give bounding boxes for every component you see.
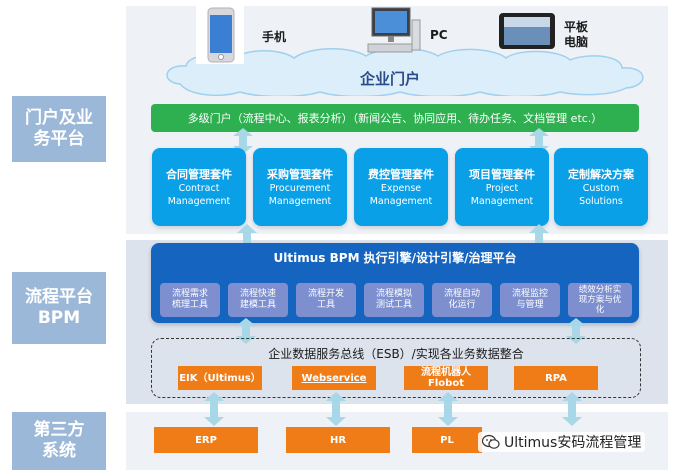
cloud-title: 企业门户 bbox=[360, 70, 421, 88]
bpm-tool-item: 流程模拟 测试工具 bbox=[364, 283, 424, 317]
tablet-icon bbox=[499, 13, 555, 49]
phone-label: 手机 bbox=[262, 30, 287, 44]
bpm-tool-item: 流程需求 梳理工具 bbox=[160, 283, 220, 317]
smartphone-icon bbox=[196, 6, 244, 64]
double-arrow-icon bbox=[529, 128, 549, 154]
pc-label: PC bbox=[430, 28, 448, 42]
double-arrow-icon bbox=[326, 392, 346, 426]
suite-cn-label: 合同管理套件 bbox=[166, 167, 232, 181]
procurement-management-suite: 采购管理套件 Procurement Management bbox=[253, 148, 347, 226]
bpm-tool-item: 流程自动 化运行 bbox=[432, 283, 492, 317]
double-arrow-icon bbox=[204, 392, 224, 426]
portal-bar-text: 多级门户（流程中心、报表分析）（新闻公告、协同应用、待办任务、文档管理 etc.… bbox=[187, 112, 603, 125]
portal-platform-label: 门户及业 务平台 bbox=[12, 96, 106, 162]
project-management-suite: 项目管理套件 Project Management bbox=[455, 148, 549, 226]
wechat-icon bbox=[482, 434, 500, 449]
third-party-label-text: 第三方 系统 bbox=[33, 420, 85, 461]
third-party-erp: ERP bbox=[154, 427, 258, 453]
watermark-text: Ultimus安码流程管理 bbox=[504, 435, 642, 451]
esb-data-bus: 企业数据服务总线（ESB）/实现各业务数据整合 bbox=[151, 338, 641, 398]
multi-level-portal-bar: 多级门户（流程中心、报表分析）（新闻公告、协同应用、待办任务、文档管理 etc.… bbox=[151, 104, 639, 132]
custom-solutions-suite: 定制解决方案 Custom Solutions bbox=[554, 148, 648, 226]
suite-cn-label: 采购管理套件 bbox=[267, 167, 333, 181]
double-arrow-icon bbox=[236, 318, 256, 344]
double-arrow-icon bbox=[438, 392, 458, 426]
bpm-platform-label-text: 流程平台 BPM bbox=[25, 287, 93, 328]
contract-management-suite: 合同管理套件 Contract Management bbox=[152, 148, 246, 226]
suite-en-label: Contract Management bbox=[167, 182, 231, 207]
esb-item-eik: EIK（Ultimus） bbox=[178, 366, 262, 390]
enterprise-portal-cloud bbox=[166, 47, 644, 96]
esb-item-flobot: 流程机器人 Flobot bbox=[404, 366, 488, 390]
esb-item-rpa: RPA bbox=[514, 366, 598, 390]
third-party-pl: PL bbox=[412, 427, 482, 453]
suite-en-label: Project Management bbox=[470, 182, 534, 207]
esb-title: 企业数据服务总线（ESB）/实现各业务数据整合 bbox=[268, 347, 524, 361]
bpm-tool-item: 绩效分析实 现方案与优 化 bbox=[568, 283, 632, 317]
desktop-pc-icon bbox=[367, 7, 421, 53]
suite-en-label: Custom Solutions bbox=[579, 182, 623, 207]
bpm-platform-label: 流程平台 BPM bbox=[12, 272, 106, 344]
suite-en-label: Expense Management bbox=[369, 182, 433, 207]
expense-management-suite: 费控管理套件 Expense Management bbox=[354, 148, 448, 226]
wechat-watermark: Ultimus安码流程管理 bbox=[478, 432, 646, 452]
suite-en-label: Procurement Management bbox=[268, 182, 332, 207]
portal-platform-label-text: 门户及业 务平台 bbox=[25, 108, 93, 149]
tablet-label: 平板 电脑 bbox=[564, 20, 589, 49]
third-party-label: 第三方 系统 bbox=[12, 412, 106, 470]
bpm-platform-title: Ultimus BPM 执行引擎/设计引擎/治理平台 bbox=[273, 251, 517, 265]
suite-cn-label: 项目管理套件 bbox=[469, 167, 535, 181]
bpm-engine-platform: Ultimus BPM 执行引擎/设计引擎/治理平台 流程需求 梳理工具 流程快… bbox=[151, 243, 639, 323]
double-arrow-icon bbox=[233, 128, 253, 154]
bpm-tool-item: 流程监控 与管理 bbox=[500, 283, 560, 317]
suite-cn-label: 定制解决方案 bbox=[568, 167, 634, 181]
third-party-hr: HR bbox=[286, 427, 390, 453]
esb-item-webservice: Webservice bbox=[292, 366, 376, 390]
double-arrow-icon bbox=[566, 318, 586, 344]
suite-cn-label: 费控管理套件 bbox=[368, 167, 434, 181]
bpm-tool-item: 流程开发 工具 bbox=[296, 283, 356, 317]
bpm-tool-item: 流程快速 建模工具 bbox=[228, 283, 288, 317]
double-arrow-icon bbox=[562, 392, 582, 426]
